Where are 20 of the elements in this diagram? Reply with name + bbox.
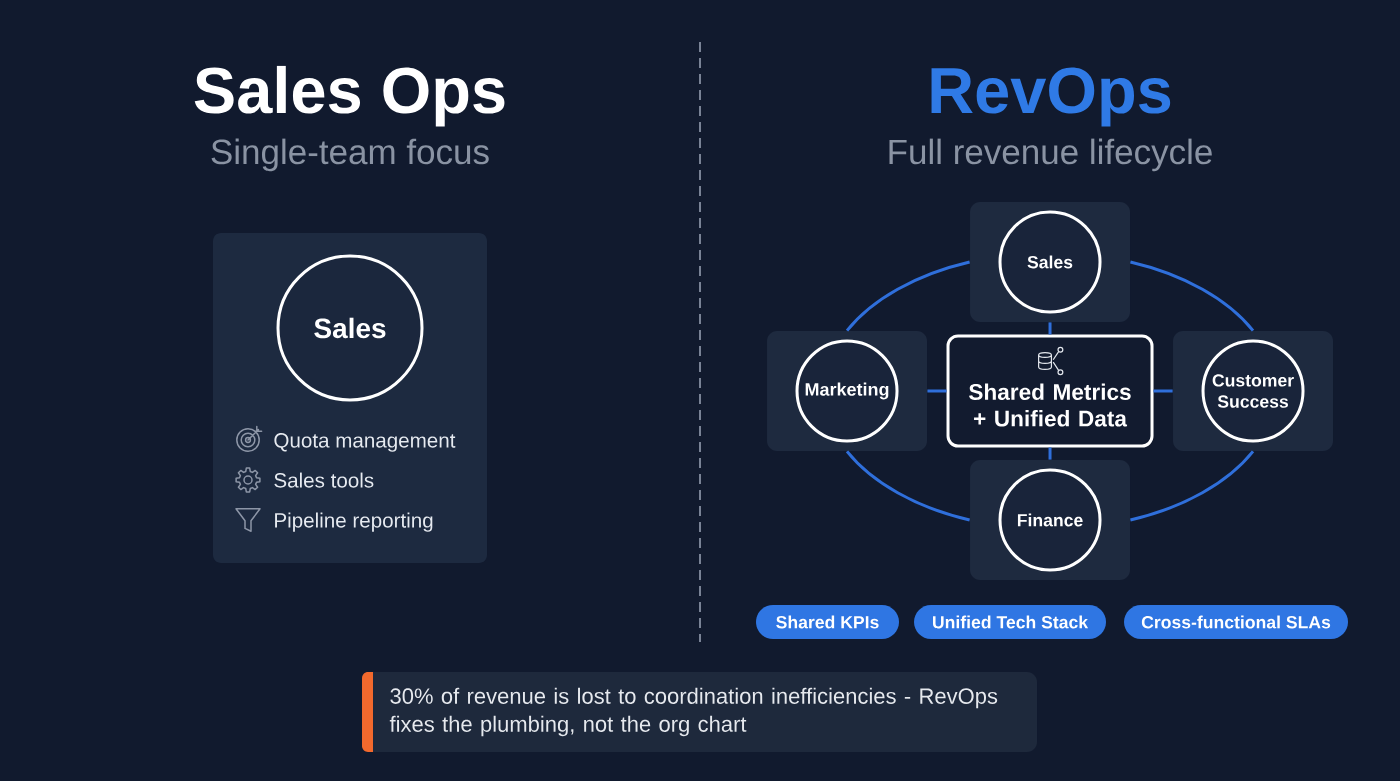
note-box: 30% of revenue is lost to coordination inefficiencies - RevOps fixes the plumbing, not the org chart	[362, 672, 1037, 752]
connector-line	[845, 450, 970, 522]
subheading: Single-team focus	[211, 138, 489, 172]
tag-pill: Unified Tech Stack	[914, 605, 1106, 639]
connector-line	[927, 389, 947, 393]
tag-pill: Cross-functional SLAs	[1124, 605, 1349, 639]
list-item: Quota management	[274, 433, 456, 452]
connector-line	[1048, 322, 1052, 335]
list-item: Pipeline reporting	[275, 512, 433, 532]
connector-line	[845, 260, 970, 332]
heading: RevOps	[931, 67, 1171, 127]
hub-box: Shared Metrics + Unified Data	[946, 334, 1154, 448]
list-item: Sales tools	[274, 472, 374, 488]
connector-line	[1130, 260, 1255, 332]
connector-line	[1153, 389, 1173, 393]
heading: Sales Ops	[194, 65, 505, 127]
subheading: Full revenue lifecycle	[889, 138, 1212, 172]
connector-line	[1048, 447, 1052, 460]
tag-pill: Shared KPIs	[756, 605, 899, 639]
connector-line	[1130, 450, 1255, 522]
